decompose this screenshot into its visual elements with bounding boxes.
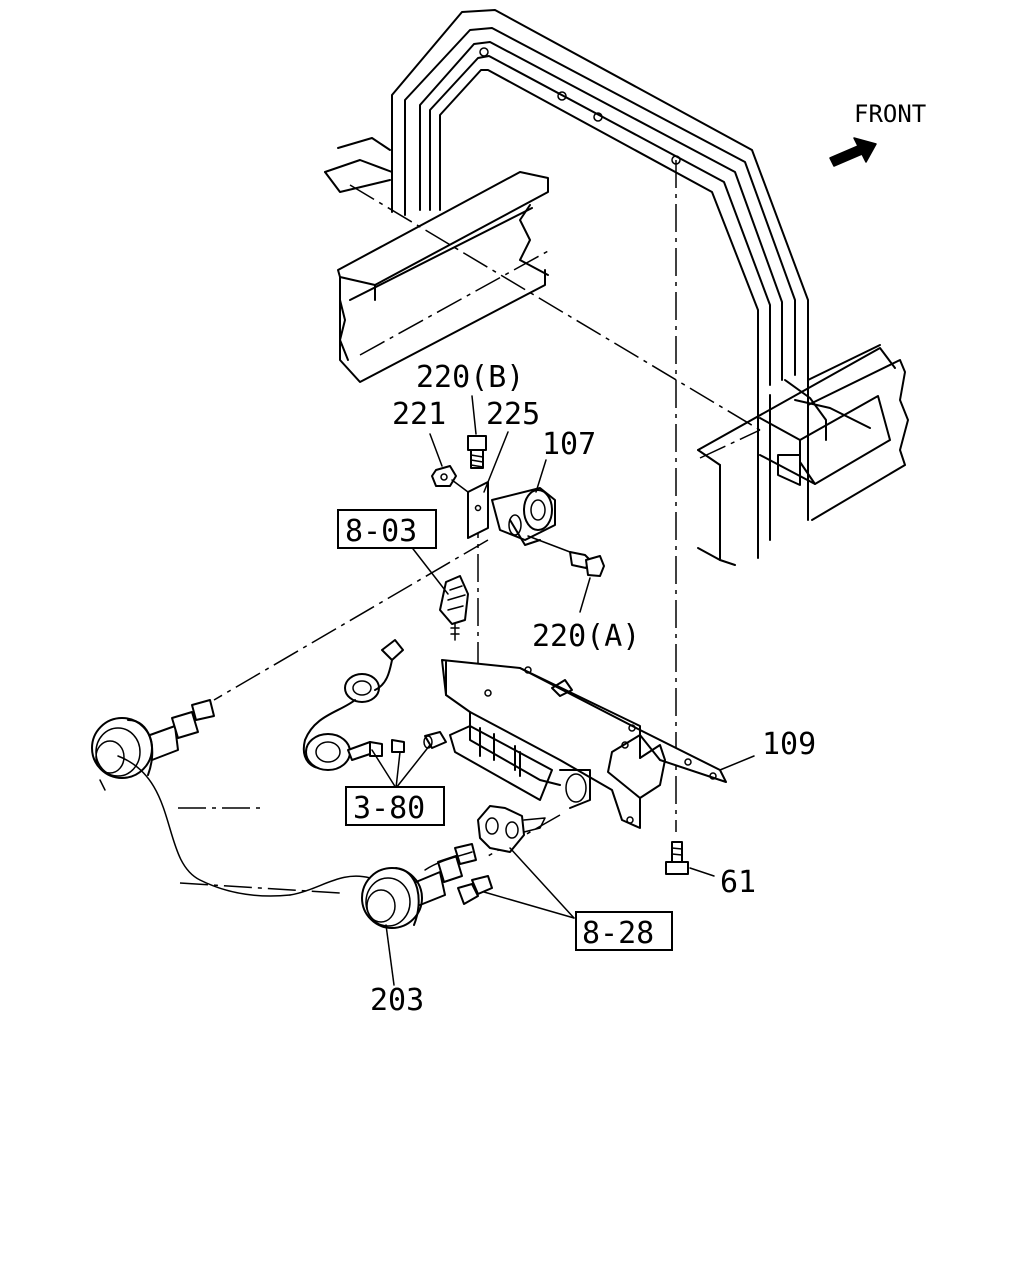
holder-8-28 <box>457 805 546 905</box>
callout-107: 107 <box>542 427 596 462</box>
lamp-203 <box>289 843 477 929</box>
callout-220b: 220(B) <box>416 360 524 395</box>
callout-61: 61 <box>720 865 756 900</box>
callout-221: 221 <box>392 397 446 432</box>
sensor-8-03 <box>439 575 469 641</box>
ref-3-80: 3-80 <box>353 791 425 826</box>
front-label: FRONT <box>854 100 926 128</box>
bolt-61 <box>665 841 689 875</box>
harness-3-80 <box>302 639 447 771</box>
right-rail <box>697 344 909 566</box>
connector-107 <box>467 481 556 546</box>
ref-8-03: 8-03 <box>345 514 417 549</box>
ref-box-8-28: 8-28 <box>575 911 673 951</box>
callout-225: 225 <box>486 397 540 432</box>
front-arrow-icon <box>829 137 877 167</box>
frame-arch <box>391 9 809 559</box>
ref-box-3-80: 3-80 <box>345 786 445 826</box>
upper-crossmember <box>324 137 549 383</box>
callout-203: 203 <box>370 983 424 1018</box>
callout-109: 109 <box>762 727 816 762</box>
ref-box-8-03: 8-03 <box>337 509 437 549</box>
bracket-109 <box>441 659 727 829</box>
callout-leaders <box>371 395 755 986</box>
fasteners-top <box>431 435 605 577</box>
ref-8-28: 8-28 <box>582 916 654 951</box>
callout-220a: 220(A) <box>532 619 640 654</box>
lamp-upper <box>91 699 341 897</box>
